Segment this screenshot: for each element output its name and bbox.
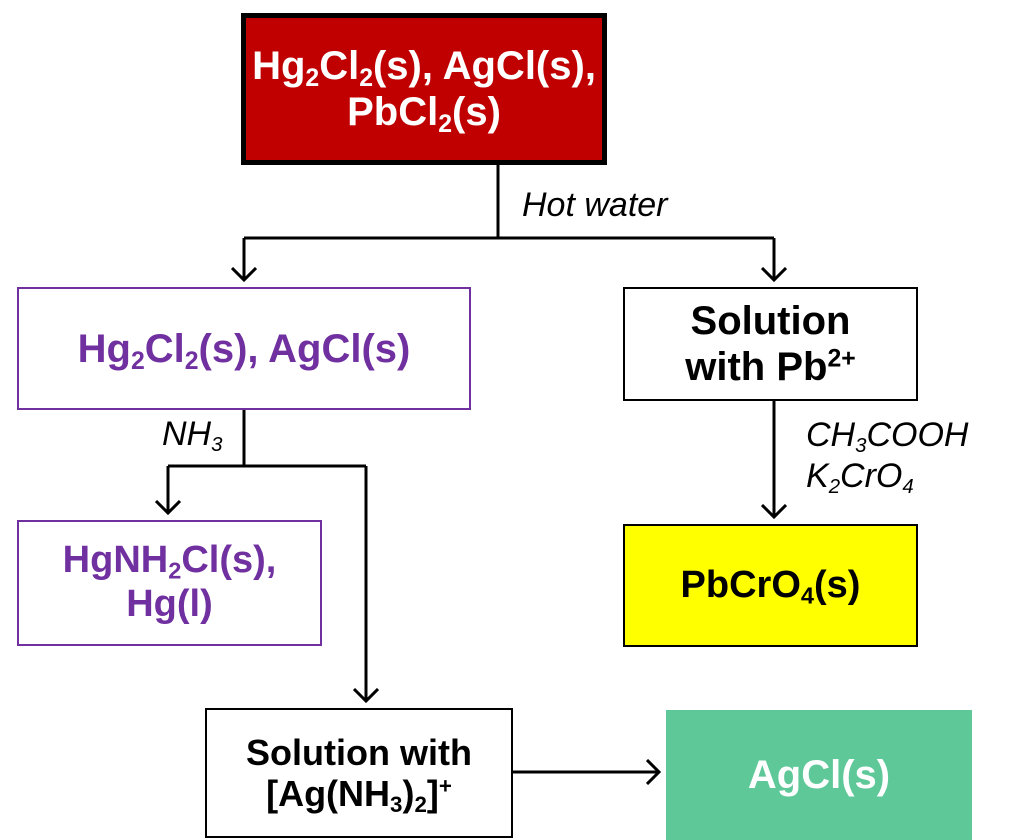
box-agcl-precipitate-line1: AgCl(s) xyxy=(747,753,891,797)
box-agcl-precipitate: AgCl(s) xyxy=(666,710,972,840)
box-pb-solution-line2: with Pb2+ xyxy=(685,345,856,389)
label-potassium-chromate: K2CrO4 xyxy=(806,457,914,499)
box-mixed-chlorides-line1: Hg2Cl2(s), AgCl(s), xyxy=(252,44,596,92)
label-nh3: NH3 xyxy=(162,415,223,457)
box-pbcro4: PbCrO4(s) xyxy=(623,524,918,647)
box-mixed-chlorides: Hg2Cl2(s), AgCl(s), PbCl2(s) xyxy=(241,13,607,165)
box-silver-ammine-solution-line1: Solution with xyxy=(246,731,472,773)
box-pb-solution-line1: Solution xyxy=(690,299,851,343)
label-hot-water: Hot water xyxy=(522,186,668,224)
box-hg2cl2-agcl-line1: Hg2Cl2(s), AgCl(s) xyxy=(77,326,411,375)
box-hgnh2cl-hg: HgNH2Cl(s), Hg(l) xyxy=(17,520,322,646)
label-acetic-acid: CH3COOH xyxy=(806,416,969,458)
box-mixed-chlorides-line2: PbCl2(s) xyxy=(347,90,501,138)
box-hg2cl2-agcl: Hg2Cl2(s), AgCl(s) xyxy=(17,287,471,410)
box-pbcro4-line1: PbCrO4(s) xyxy=(680,563,861,609)
box-hgnh2cl-hg-line2: Hg(l) xyxy=(126,583,213,625)
box-hgnh2cl-hg-line1: HgNH2Cl(s), xyxy=(62,539,277,584)
label-pb-reagents: CH3COOH K2CrO4 xyxy=(806,415,968,498)
box-silver-ammine-solution-line2: [Ag(NH3)2]+ xyxy=(266,773,452,818)
box-silver-ammine-solution: Solution with [Ag(NH3)2]+ xyxy=(205,708,513,838)
box-pb-solution: Solution with Pb2+ xyxy=(623,287,918,401)
